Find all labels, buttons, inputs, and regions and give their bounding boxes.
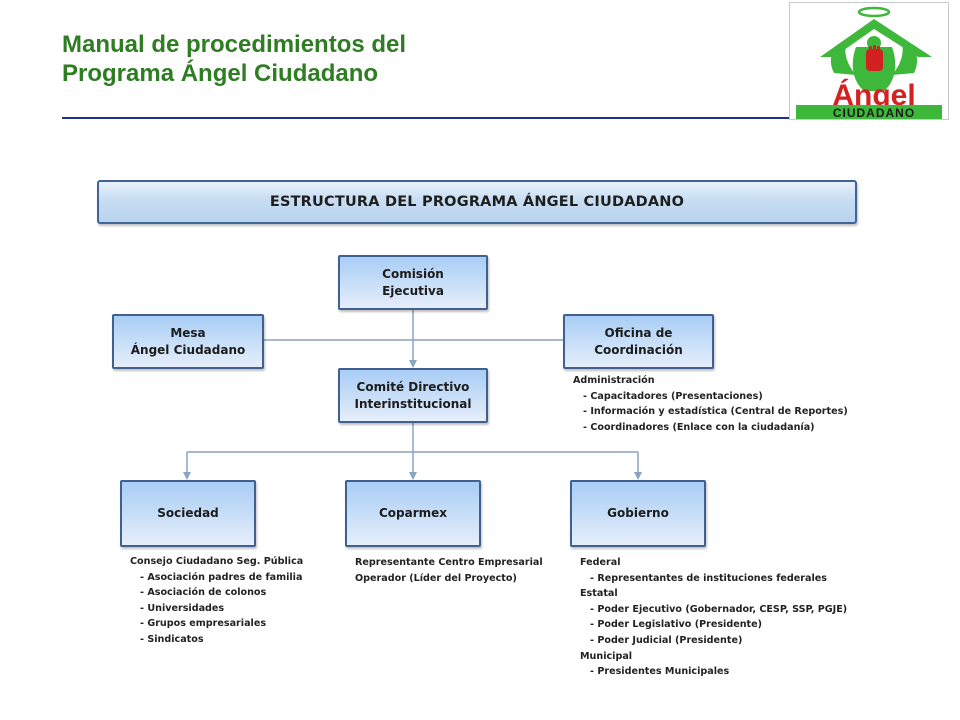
node-sociedad-label: Sociedad xyxy=(157,506,219,520)
oficina-description-line: - Capacitadores (Presentaciones) xyxy=(583,390,763,402)
node-comite-directivo: Comité Directivo Interinstitucional xyxy=(338,368,488,423)
node-gobierno: Gobierno xyxy=(570,480,706,547)
title-underline xyxy=(62,117,802,119)
page-title-line-1: Manual de procedimientos del xyxy=(62,31,407,58)
node-gobierno-label: Gobierno xyxy=(607,506,669,520)
coparmex-description-line: Representante Centro Empresarial xyxy=(355,557,543,568)
logo-subword: CIUDADANO xyxy=(833,106,915,119)
gobierno-description-line: - Poder Ejecutivo (Gobernador, CESP, SSP… xyxy=(590,603,848,615)
structure-banner: ESTRUCTURA DEL PROGRAMA ÁNGEL CIUDADANO xyxy=(97,180,857,224)
oficina-description-line: - Información y estadística (Central de … xyxy=(583,406,848,418)
node-mesa-angel-ciudadano: Mesa Ángel Ciudadano xyxy=(112,314,264,369)
stop-hand-icon xyxy=(866,49,883,71)
node-comite-label: Comité Directivo Interinstitucional xyxy=(354,379,472,411)
node-coparmex: Coparmex xyxy=(345,480,481,547)
gobierno-description-line: Estatal xyxy=(580,588,618,600)
halo-icon xyxy=(857,6,891,18)
sociedad-description-line: - Universidades xyxy=(140,602,225,614)
sociedad-description-line: - Grupos empresariales xyxy=(140,618,267,630)
gobierno-description-line: - Presidentes Municipales xyxy=(590,666,730,678)
logo-graphic: Ángel CIUDADANO xyxy=(796,6,942,119)
page-title: Manual de procedimientos del Programa Án… xyxy=(62,30,406,88)
node-mesa-label: Mesa Ángel Ciudadano xyxy=(130,325,246,357)
page-title-line-2: Programa Ángel Ciudadano xyxy=(62,60,379,87)
oficina-description-line: Administración xyxy=(573,375,655,386)
node-sociedad: Sociedad xyxy=(120,480,256,547)
gobierno-description: Federal - Representantes de instituciones… xyxy=(580,555,847,680)
node-comision-label: Comisión Ejecutiva xyxy=(382,266,444,298)
oficina-description-line: - Coordinadores (Enlace con la ciudadaní… xyxy=(583,421,815,433)
gobierno-description-line: - Representantes de instituciones federa… xyxy=(590,572,827,584)
node-oficina-label: Oficina de Coordinación xyxy=(594,325,683,357)
gobierno-description-line: - Poder Judicial (Presidente) xyxy=(590,634,743,646)
node-coparmex-label: Coparmex xyxy=(378,506,448,520)
node-oficina-coordinacion: Oficina de Coordinación xyxy=(563,314,714,369)
sociedad-description: Consejo Ciudadano Seg. Pública - Asociaci… xyxy=(130,554,303,648)
sociedad-description-line: - Asociación padres de familia xyxy=(140,571,303,583)
logo-band xyxy=(796,105,942,119)
coparmex-description-line: Operador (Líder del Proyecto) xyxy=(355,572,517,584)
gobierno-description-line: Federal xyxy=(580,557,621,568)
left-wing-icon xyxy=(830,41,856,75)
sociedad-description-line: - Sindicatos xyxy=(140,633,204,645)
node-comision-ejecutiva: Comisión Ejecutiva xyxy=(338,255,488,310)
right-wing-icon xyxy=(892,41,918,75)
sociedad-description-line: Consejo Ciudadano Seg. Pública xyxy=(130,556,304,567)
angel-ciudadano-logo: Ángel CIUDADANO xyxy=(789,2,949,120)
gobierno-description-line: - Poder Legislativo (Presidente) xyxy=(590,619,763,631)
oficina-description: Administración - Capacitadores (Presentac… xyxy=(573,373,848,435)
gobierno-description-line: Municipal xyxy=(580,650,633,662)
sociedad-description-line: - Asociación de colonos xyxy=(140,587,267,599)
